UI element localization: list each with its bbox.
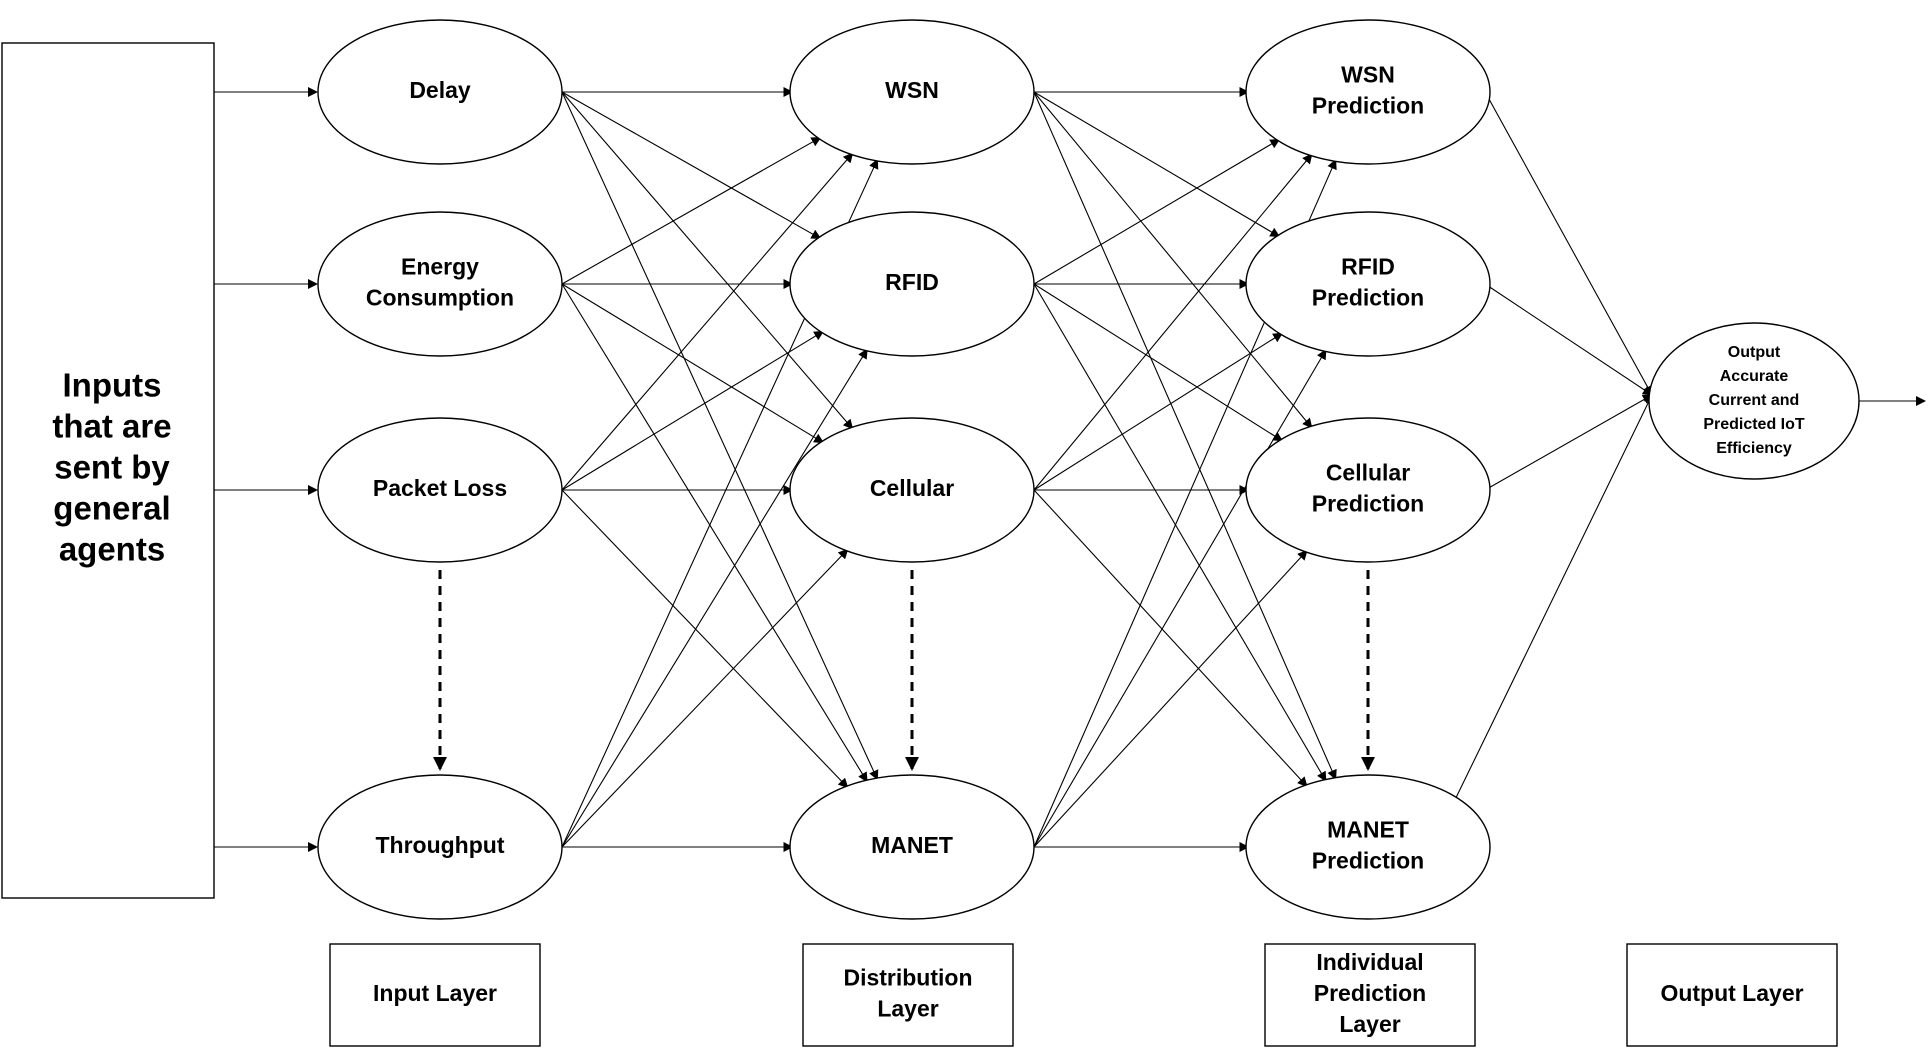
label-line: Consumption bbox=[366, 285, 514, 311]
prediction-node-wsn-prediction: WSN Prediction bbox=[1245, 19, 1491, 165]
connection-arrow bbox=[1033, 138, 1281, 285]
connection-arrow bbox=[561, 283, 825, 444]
label-line: RFID bbox=[1341, 254, 1395, 280]
input-node-packet-loss: Packet Loss bbox=[317, 417, 563, 563]
node-ellipse bbox=[789, 417, 1035, 563]
output-ellipse bbox=[1648, 322, 1860, 480]
label-line: Prediction bbox=[1312, 285, 1424, 311]
label-line: Delay bbox=[409, 77, 471, 103]
connection-arrow bbox=[1033, 549, 1308, 848]
label-line: Inputs bbox=[63, 367, 162, 404]
label-line: Prediction bbox=[1312, 848, 1424, 874]
label-line: MANET bbox=[1327, 817, 1409, 843]
input-node-throughput: Throughput bbox=[317, 774, 563, 920]
input-node-delay: Delay bbox=[317, 19, 563, 165]
label-line: general bbox=[53, 490, 170, 527]
label-line: Layer bbox=[1339, 1011, 1400, 1037]
connection-arrow bbox=[561, 91, 879, 781]
connection-arrow bbox=[1033, 489, 1308, 788]
label-line: WSN bbox=[885, 77, 939, 103]
label-line: Packet Loss bbox=[373, 475, 507, 501]
connection-arrow bbox=[561, 91, 854, 430]
nodes-group: Inputs that are sent by general agents DelayE… bbox=[1, 19, 1860, 920]
prediction-node-rfid-prediction: RFID Prediction bbox=[1245, 211, 1491, 357]
label-line: Individual bbox=[1316, 949, 1423, 975]
layer-label-output-layer: Output Layer bbox=[1626, 943, 1838, 1047]
distribution-node-cellular: Cellular bbox=[789, 417, 1035, 563]
node-ellipse bbox=[1245, 774, 1491, 920]
node-ellipse bbox=[789, 19, 1035, 165]
layer-label-box bbox=[802, 943, 1014, 1047]
label-line: Efficiency bbox=[1716, 440, 1792, 457]
node-ellipse bbox=[317, 774, 563, 920]
label-line: Output Layer bbox=[1660, 980, 1803, 1006]
label-line: Prediction bbox=[1312, 93, 1424, 119]
label-line: Prediction bbox=[1312, 491, 1424, 517]
label-line: WSN bbox=[1341, 62, 1395, 88]
layer-label-box bbox=[1626, 943, 1838, 1047]
node-ellipse bbox=[789, 211, 1035, 357]
inputs-box bbox=[1, 42, 215, 899]
connection-lines bbox=[214, 87, 1926, 852]
layer-label-box bbox=[329, 943, 541, 1047]
connection-arrow bbox=[1484, 91, 1653, 396]
connection-arrow bbox=[1033, 283, 1327, 782]
layer-label-box bbox=[1264, 943, 1476, 1047]
label-line: Input Layer bbox=[373, 980, 497, 1006]
label-line: Current and bbox=[1709, 392, 1800, 409]
distribution-node-wsn: WSN bbox=[789, 19, 1035, 165]
layer-label-input-layer: Input Layer bbox=[329, 943, 541, 1047]
node-ellipse bbox=[1245, 19, 1491, 165]
label-line: Cellular bbox=[870, 475, 954, 501]
label-line: Output bbox=[1728, 344, 1781, 361]
label-line: Predicted IoT bbox=[1703, 416, 1805, 433]
connection-arrow bbox=[1033, 91, 1337, 780]
label-line: RFID bbox=[885, 269, 939, 295]
connection-arrow bbox=[1033, 91, 1313, 429]
label-line: Energy bbox=[401, 254, 479, 280]
label-line: Prediction bbox=[1314, 980, 1426, 1006]
connection-arrow bbox=[1484, 283, 1653, 396]
connection-arrow bbox=[561, 152, 854, 491]
connection-arrow bbox=[561, 348, 868, 848]
connection-arrow bbox=[1033, 283, 1284, 442]
distribution-node-rfid: RFID bbox=[789, 211, 1035, 357]
node-ellipse bbox=[317, 211, 563, 357]
label-line: Distribution bbox=[843, 965, 972, 991]
node-ellipse bbox=[1245, 417, 1491, 563]
connection-arrow bbox=[1033, 91, 1281, 238]
connection-arrow bbox=[1033, 349, 1327, 848]
connection-arrow bbox=[561, 548, 849, 848]
label-line: agents bbox=[59, 531, 165, 568]
connection-arrow bbox=[561, 91, 822, 240]
connection-arrow bbox=[1033, 153, 1313, 491]
connection-arrow bbox=[561, 136, 822, 285]
node-ellipse bbox=[1245, 211, 1491, 357]
label-line: Accurate bbox=[1720, 368, 1789, 385]
label-line: Cellular bbox=[1326, 460, 1410, 486]
label-line: sent by bbox=[54, 449, 170, 486]
layer-labels-group: Input LayerDistributionLayerIndividualPr… bbox=[329, 943, 1838, 1047]
connection-arrow bbox=[1033, 332, 1284, 491]
prediction-node-manet-prediction: MANET Prediction bbox=[1245, 774, 1491, 920]
label-line: Layer bbox=[877, 996, 938, 1022]
node-ellipse bbox=[317, 19, 563, 165]
label-line: MANET bbox=[871, 832, 953, 858]
node-ellipse bbox=[317, 417, 563, 563]
node-ellipse bbox=[789, 774, 1035, 920]
connection-arrow bbox=[561, 489, 849, 789]
distribution-node-manet: MANET bbox=[789, 774, 1035, 920]
label-line: Throughput bbox=[375, 832, 504, 858]
connection-arrow bbox=[1455, 394, 1653, 799]
connection-arrow bbox=[561, 283, 868, 783]
label-line: that are bbox=[52, 408, 171, 445]
connection-arrow bbox=[561, 330, 825, 491]
connection-arrow bbox=[1484, 394, 1653, 491]
